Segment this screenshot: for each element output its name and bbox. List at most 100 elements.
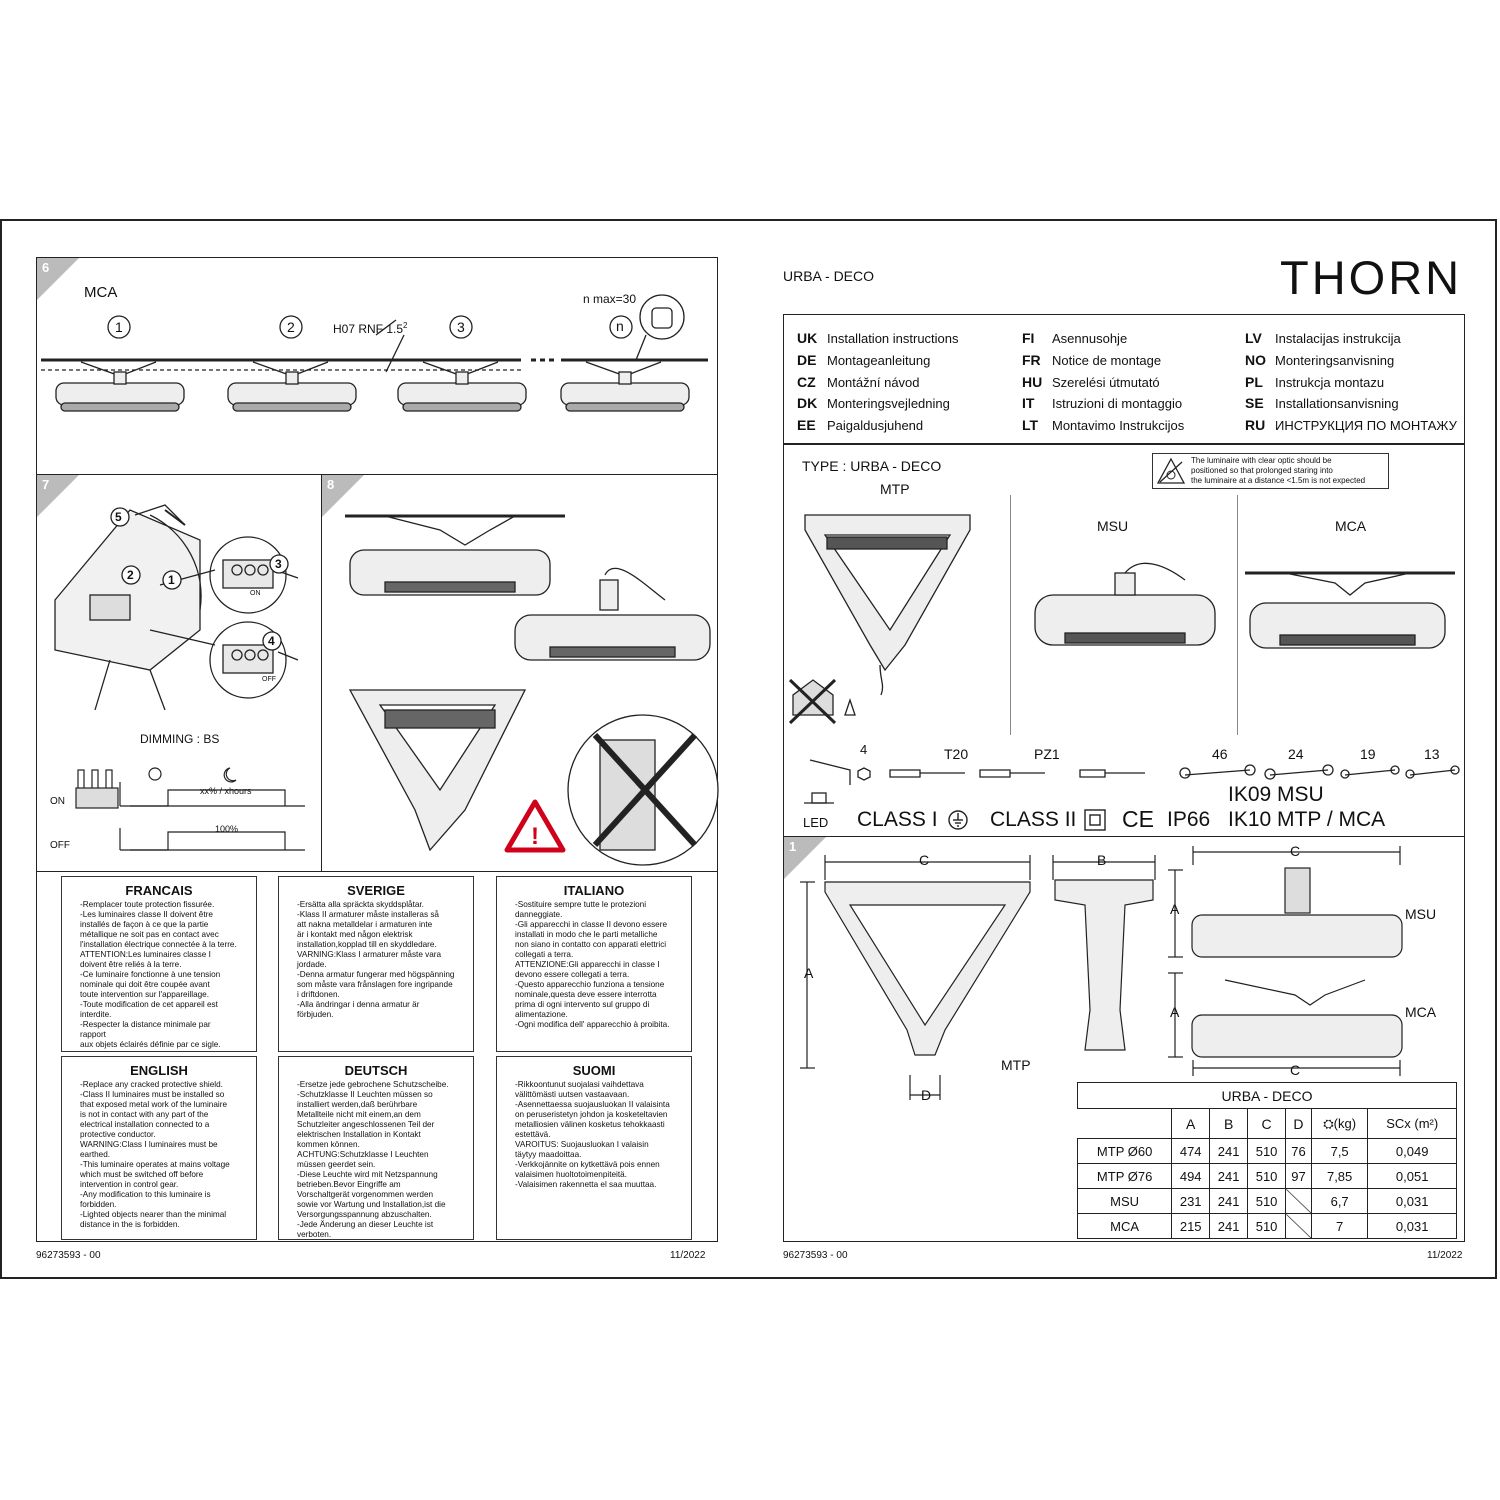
note-line: -Les luminaires classe II doivent être i… bbox=[80, 910, 237, 949]
language-label: Installation instructions bbox=[827, 331, 959, 346]
note-line: -Lighted objects nearer than the minimal… bbox=[80, 1210, 227, 1229]
language-label: Montážní návod bbox=[827, 374, 920, 390]
right-doc-number: 96273593 - 00 bbox=[783, 1250, 848, 1261]
left-date: 11/2022 bbox=[670, 1250, 706, 1261]
ik-rating-msu: IK09 MSU bbox=[1228, 783, 1324, 806]
note-line: WARNING:Class I luminaires must be earth… bbox=[80, 1140, 218, 1159]
tools-row bbox=[809, 759, 1460, 785]
table-cell: 510 bbox=[1247, 1213, 1287, 1239]
step8-number-badge: 8 bbox=[322, 475, 364, 517]
note-line: -Remplacer toute protection fissurée. bbox=[80, 900, 215, 909]
variant-mtp-label: MTP bbox=[880, 481, 910, 497]
note-line: VAROITUS: Suojausluokan I valaisin täyty… bbox=[515, 1140, 649, 1159]
language-code: UK bbox=[797, 330, 818, 346]
wrench-19-icon bbox=[1344, 769, 1396, 776]
note-line: -Ce luminaire fonctionne à une tension n… bbox=[80, 970, 221, 999]
note-suomi-title: SUOMI bbox=[572, 1063, 616, 1078]
step7-terminal-off: OFF bbox=[262, 676, 276, 683]
ce-mark: CE bbox=[1122, 806, 1154, 832]
language-label: Installationsanvisning bbox=[1275, 396, 1399, 412]
step6-cable-label: H07 RNF 1.5 bbox=[333, 322, 404, 336]
thorn-logo: THORN bbox=[1280, 251, 1463, 304]
step6-number: 6 bbox=[42, 260, 50, 275]
weight-icon: ⛭ bbox=[1323, 1115, 1334, 1131]
step7-callout-1: 1 bbox=[168, 573, 175, 587]
table-cell: 76 bbox=[1285, 1138, 1312, 1164]
note-line: -Jede Änderung an dieser Leuchte ist ver… bbox=[297, 1220, 434, 1239]
table-cell bbox=[1285, 1213, 1312, 1239]
types-divider-1 bbox=[1010, 495, 1011, 735]
table-cell: 7 bbox=[1310, 1213, 1369, 1239]
type-label: TYPE : URBA - DECO bbox=[802, 458, 942, 474]
step6-number-badge: 6 bbox=[37, 258, 79, 300]
step7-callout-5: 5 bbox=[115, 510, 122, 524]
table-cell: 494 bbox=[1171, 1163, 1211, 1189]
product-title: URBA - DECO bbox=[783, 268, 875, 284]
double-insulation-icon bbox=[1084, 809, 1106, 831]
table-cell: 6,7 bbox=[1310, 1188, 1369, 1214]
hex-nut-icon bbox=[857, 767, 871, 781]
warning-triangle-icon: ! bbox=[504, 799, 566, 853]
dim-label-mtp: MTP bbox=[1001, 1057, 1031, 1073]
language-code: FR bbox=[1022, 351, 1041, 368]
language-code: RU bbox=[1245, 417, 1266, 434]
tool-wrench-19: 19 bbox=[1360, 746, 1376, 762]
table-cell: 510 bbox=[1247, 1188, 1287, 1214]
step7-number-badge: 7 bbox=[37, 475, 79, 517]
table-cell: 241 bbox=[1209, 1213, 1249, 1239]
language-label: Montageanleitung bbox=[827, 352, 931, 368]
dimming-full-label: 100% bbox=[215, 824, 239, 834]
note-line: -Ersetze jede gebrochene Schutzscheibe. bbox=[297, 1080, 449, 1089]
table-header: C bbox=[1247, 1108, 1287, 1139]
language-code: DE bbox=[797, 351, 817, 368]
note-line: -This luminaire operates at mains voltag… bbox=[80, 1160, 230, 1189]
language-de: DE Montageanleitung bbox=[797, 352, 930, 368]
no-pressure-washer-icon bbox=[567, 714, 719, 866]
language-code: NO bbox=[1245, 351, 1266, 368]
dimension-drawings bbox=[800, 846, 1403, 1100]
step7-number: 7 bbox=[42, 477, 50, 492]
step7-wiring-illustration bbox=[54, 504, 299, 711]
dim-a-mca: A bbox=[1170, 1004, 1180, 1020]
class2-label: CLASS II bbox=[990, 808, 1077, 831]
earth-symbol-icon bbox=[948, 810, 968, 830]
wrench-24-icon bbox=[1269, 769, 1329, 776]
note-line: -Schutzklasse II Leuchten müssen so inst… bbox=[297, 1090, 435, 1149]
dimensions-table: URBA - DECO A B C D ⛭(kg) SCx (m²) MTP Ø… bbox=[1076, 1082, 1457, 1239]
no-staring-icon bbox=[1156, 457, 1186, 484]
dimming-diagram bbox=[75, 767, 305, 851]
dim-label-mca: MCA bbox=[1405, 1004, 1437, 1020]
note-line: -Ersätta alla spräckta skyddsplåtar. bbox=[297, 900, 424, 909]
table-cell: MTP Ø60 bbox=[1076, 1138, 1173, 1164]
table-header: A bbox=[1171, 1108, 1211, 1139]
tool-wrench-46: 46 bbox=[1212, 746, 1228, 762]
table-header: (kg) bbox=[1333, 1115, 1357, 1131]
dim-a-mtp: A bbox=[804, 965, 814, 981]
step6-luminaires bbox=[55, 361, 690, 412]
note-english: ENGLISH -Replace any cracked protective … bbox=[61, 1056, 257, 1240]
table-header: B bbox=[1209, 1108, 1249, 1139]
language-code: EE bbox=[797, 417, 816, 434]
note-line: -Toute modification de cet appareil est … bbox=[80, 1000, 218, 1019]
step1-panel: 1 bbox=[783, 836, 1465, 1242]
table-header bbox=[1077, 1108, 1173, 1139]
step6-nmax: n max=30 bbox=[583, 292, 637, 306]
table-cell: 97 bbox=[1285, 1163, 1312, 1189]
table-cell: 0,031 bbox=[1367, 1213, 1457, 1239]
dimensions-table-title: URBA - DECO bbox=[1077, 1082, 1457, 1109]
led-module-icon bbox=[804, 792, 834, 804]
language-code: DK bbox=[797, 395, 818, 412]
note-line: ACHTUNG:Schutzklasse I Leuchten müssen g… bbox=[297, 1150, 429, 1169]
step7-callout-3: 3 bbox=[275, 557, 282, 571]
